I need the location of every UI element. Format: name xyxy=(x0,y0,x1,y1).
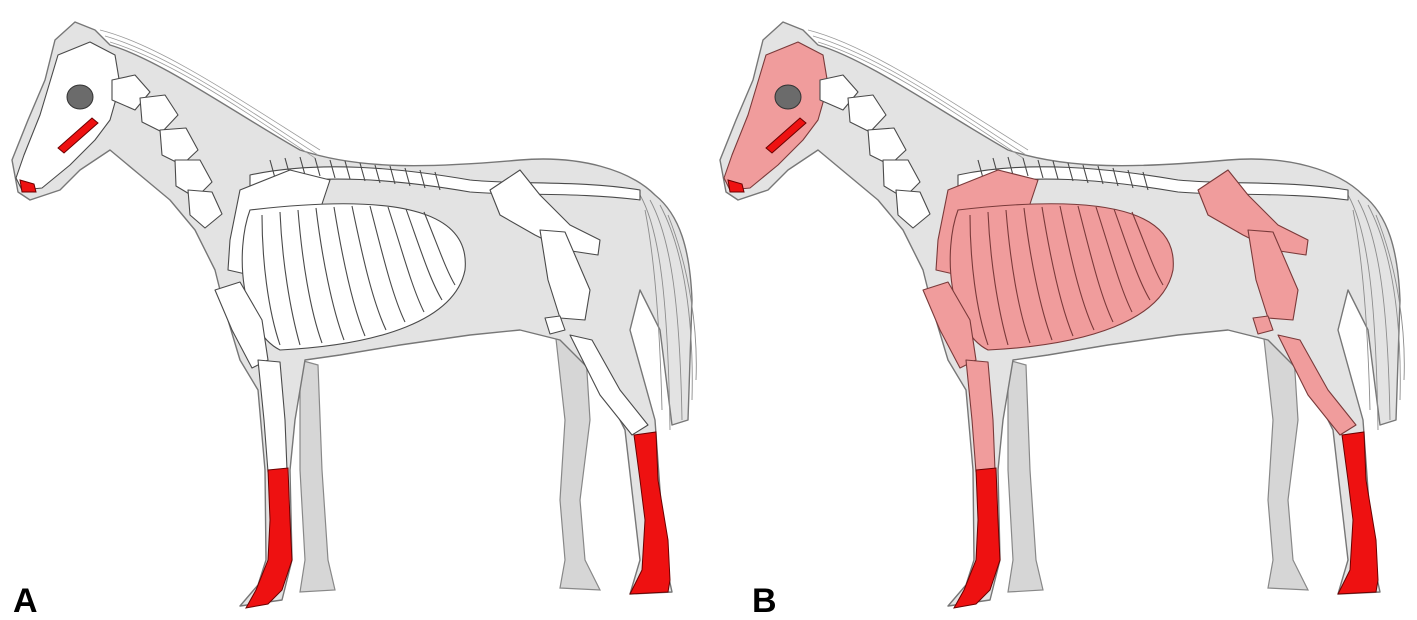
far-foreleg xyxy=(300,360,335,592)
horse-a xyxy=(12,22,696,608)
horse-skeleton-diagram-a xyxy=(0,0,709,620)
eye-orbit xyxy=(775,85,801,109)
far-foreleg xyxy=(1008,360,1043,592)
horse-skeleton-diagram-b xyxy=(708,0,1417,620)
panel-a: A xyxy=(0,0,709,620)
horse-b xyxy=(720,22,1404,608)
panel-label-b: B xyxy=(752,584,777,618)
eye-orbit xyxy=(67,85,93,109)
panel-b: B xyxy=(708,0,1417,620)
panel-label-a: A xyxy=(13,584,38,618)
